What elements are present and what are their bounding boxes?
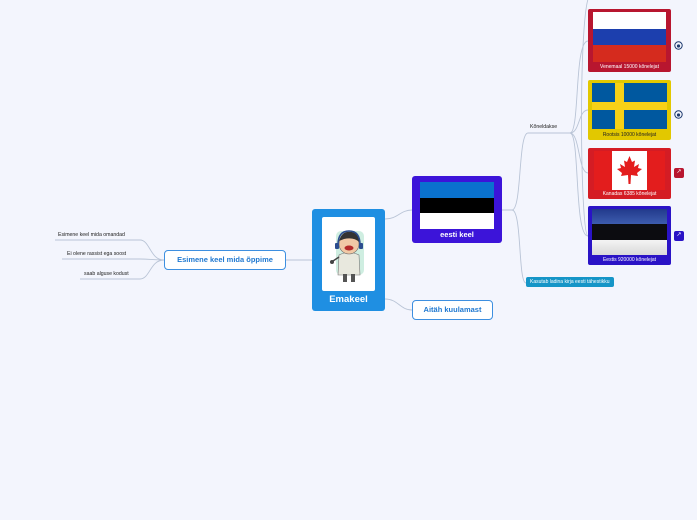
topic-esimene-keel-label: Esimene keel mida õppime <box>177 255 273 264</box>
card-venemaa-caption: Venemaal 15000 kõnelejat <box>588 64 671 70</box>
subtopic-koneldakse[interactable]: Kõneldakse <box>530 124 557 130</box>
topic-eesti-keel[interactable]: eesti keel <box>412 176 502 243</box>
wikipedia-icon[interactable] <box>674 106 683 115</box>
estonia-flag-icon <box>420 182 494 229</box>
card-eesti-caption: Eestis 920000 kõnelejat <box>588 257 671 263</box>
card-venemaa[interactable]: Venemaal 15000 kõnelejat <box>588 9 671 72</box>
topic-aitah-label: Aitäh kuulamast <box>424 305 482 314</box>
card-rootsi[interactable]: Rootsis 10000 kõnelejat <box>588 80 671 140</box>
leaf-saab-alguse-kodust[interactable]: saab alguse kodust <box>84 271 129 277</box>
central-topic-emakeel[interactable]: Emakeel <box>312 209 385 311</box>
wikipedia-icon[interactable] <box>674 37 683 46</box>
estonia-flag-icon <box>592 209 667 255</box>
canada-flag-icon <box>594 151 665 190</box>
note-ladina-kiri[interactable]: Kasutab ladina kirja eesti tähestikku <box>526 277 614 287</box>
external-link-icon[interactable]: ↗ <box>674 231 684 241</box>
topic-eesti-keel-label: eesti keel <box>412 230 502 239</box>
central-topic-label: Emakeel <box>312 294 385 305</box>
sweden-flag-icon <box>592 83 667 129</box>
card-rootsi-caption: Rootsis 10000 kõnelejat <box>588 132 671 138</box>
leaf-esimene-keel-mida-omandad[interactable]: Esimene keel mida omandad <box>58 232 125 238</box>
russia-flag-icon <box>593 12 666 62</box>
boy-with-headphones-icon <box>322 217 375 291</box>
topic-aitah-kuulamast[interactable]: Aitäh kuulamast <box>412 300 493 320</box>
card-eesti[interactable]: Eestis 920000 kõnelejat <box>588 206 671 265</box>
external-link-icon[interactable]: ↗ <box>674 168 684 178</box>
leaf-ei-olene-rassist[interactable]: Ei olene rassist ega soost <box>67 251 126 257</box>
card-kanada-caption: Kanadas 6385 kõnelejat <box>588 191 671 197</box>
card-kanada[interactable]: Kanadas 6385 kõnelejat <box>588 148 671 199</box>
topic-esimene-keel[interactable]: Esimene keel mida õppime <box>164 250 286 270</box>
